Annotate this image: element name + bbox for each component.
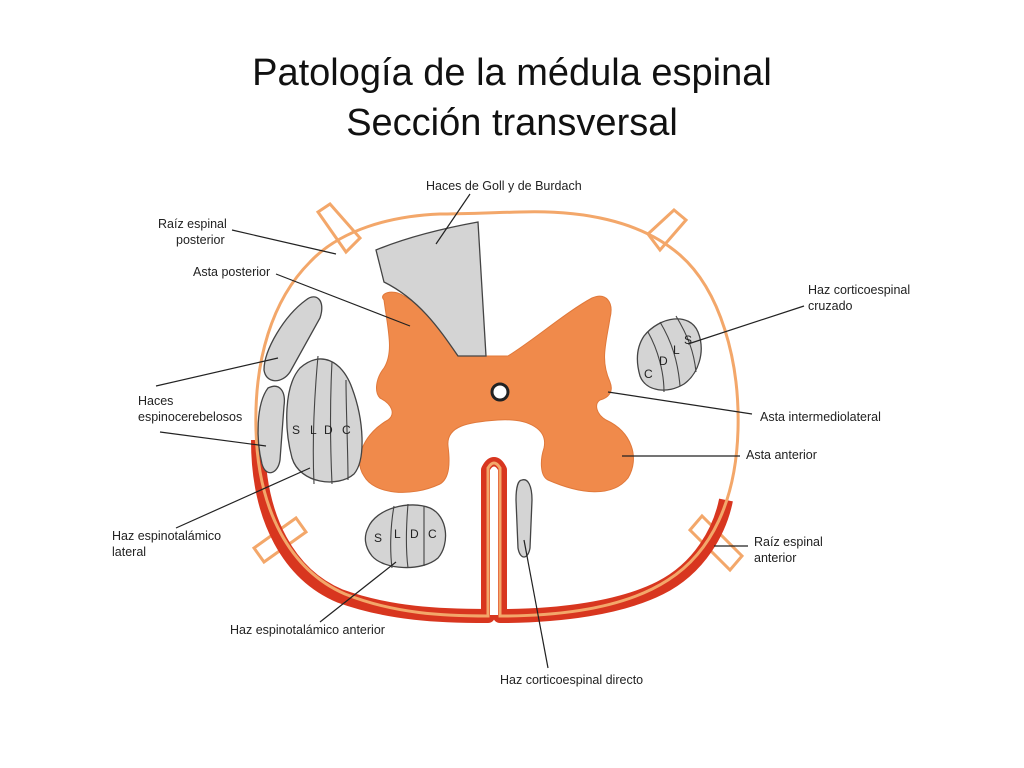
label-asta-posterior: Asta posterior [193, 265, 270, 279]
label-espinotalamico-lateral-1: Haz espinotalámico [112, 529, 221, 543]
lateral-segment-s: S [292, 423, 300, 437]
label-raiz-anterior-1: Raíz espinal [754, 535, 823, 549]
direct-corticospinal-tract [515, 479, 533, 558]
cord-outline [254, 210, 740, 618]
label-espinocerebelosos-1: Haces [138, 394, 173, 408]
label-asta-anterior: Asta anterior [746, 448, 817, 462]
lateral-segment-lines [312, 355, 349, 485]
lateral-segment-l: L [310, 423, 317, 437]
anterior-segment-c: C [428, 527, 437, 541]
lateral-segment-c: C [342, 423, 351, 437]
anterior-segment-d: D [410, 527, 419, 541]
page-title: Patología de la médula espinal [252, 52, 772, 94]
leader-corticoespinal-directo [523, 539, 549, 669]
page-subtitle: Sección transversal [346, 102, 678, 144]
posterior-root-left [315, 202, 363, 255]
label-espinotalamico-lateral-2: lateral [112, 545, 146, 559]
goll-burdach-tract [375, 221, 487, 357]
spinocerebellar-lower [257, 385, 286, 474]
label-corticoespinal-cruzado-2: cruzado [808, 299, 853, 313]
crossed-segment-d: D [659, 354, 668, 368]
label-goll-burdach: Haces de Goll y de Burdach [426, 179, 582, 193]
anterior-median-fissure [490, 466, 498, 615]
crossed-segment-c: C [644, 367, 653, 381]
leader-asta-intermediolateral [607, 391, 753, 415]
spinocerebellar-upper [263, 296, 323, 382]
anterior-segment-s: S [374, 531, 382, 545]
lateral-segment-d: D [324, 423, 333, 437]
crossed-segment-s: S [684, 333, 692, 347]
label-asta-intermediolateral: Asta intermediolateral [760, 410, 881, 424]
leader-espinocerebeloso-2 [159, 431, 267, 447]
anterior-segment-l: L [394, 527, 401, 541]
central-canal [490, 382, 510, 402]
leader-espinotalamico-lateral [175, 467, 311, 529]
label-raiz-posterior-2: posterior [176, 233, 225, 247]
leader-corticoespinal-cruzado [687, 305, 805, 345]
anterior-segment-lines [390, 503, 425, 569]
lateral-spinothalamic-tract [286, 358, 363, 483]
leader-goll-burdach [435, 193, 471, 245]
leader-raiz-posterior [231, 229, 337, 255]
label-espinotalamico-anterior: Haz espinotalámico anterior [230, 623, 385, 637]
leader-espinotalamico-anterior [319, 561, 397, 623]
label-corticoespinal-cruzado-1: Haz corticoespinal [808, 283, 910, 297]
label-espinocerebelosos-2: espinocerebelosos [138, 410, 242, 424]
leader-asta-posterior [275, 273, 411, 327]
crossed-segment-l: L [673, 343, 680, 357]
label-raiz-posterior-1: Raíz espinal [158, 217, 227, 231]
label-raiz-anterior-2: anterior [754, 551, 796, 565]
label-corticoespinal-directo: Haz corticoespinal directo [500, 673, 643, 687]
leader-espinocerebeloso-1 [155, 357, 279, 387]
crossed-corticospinal-tract [636, 318, 702, 391]
